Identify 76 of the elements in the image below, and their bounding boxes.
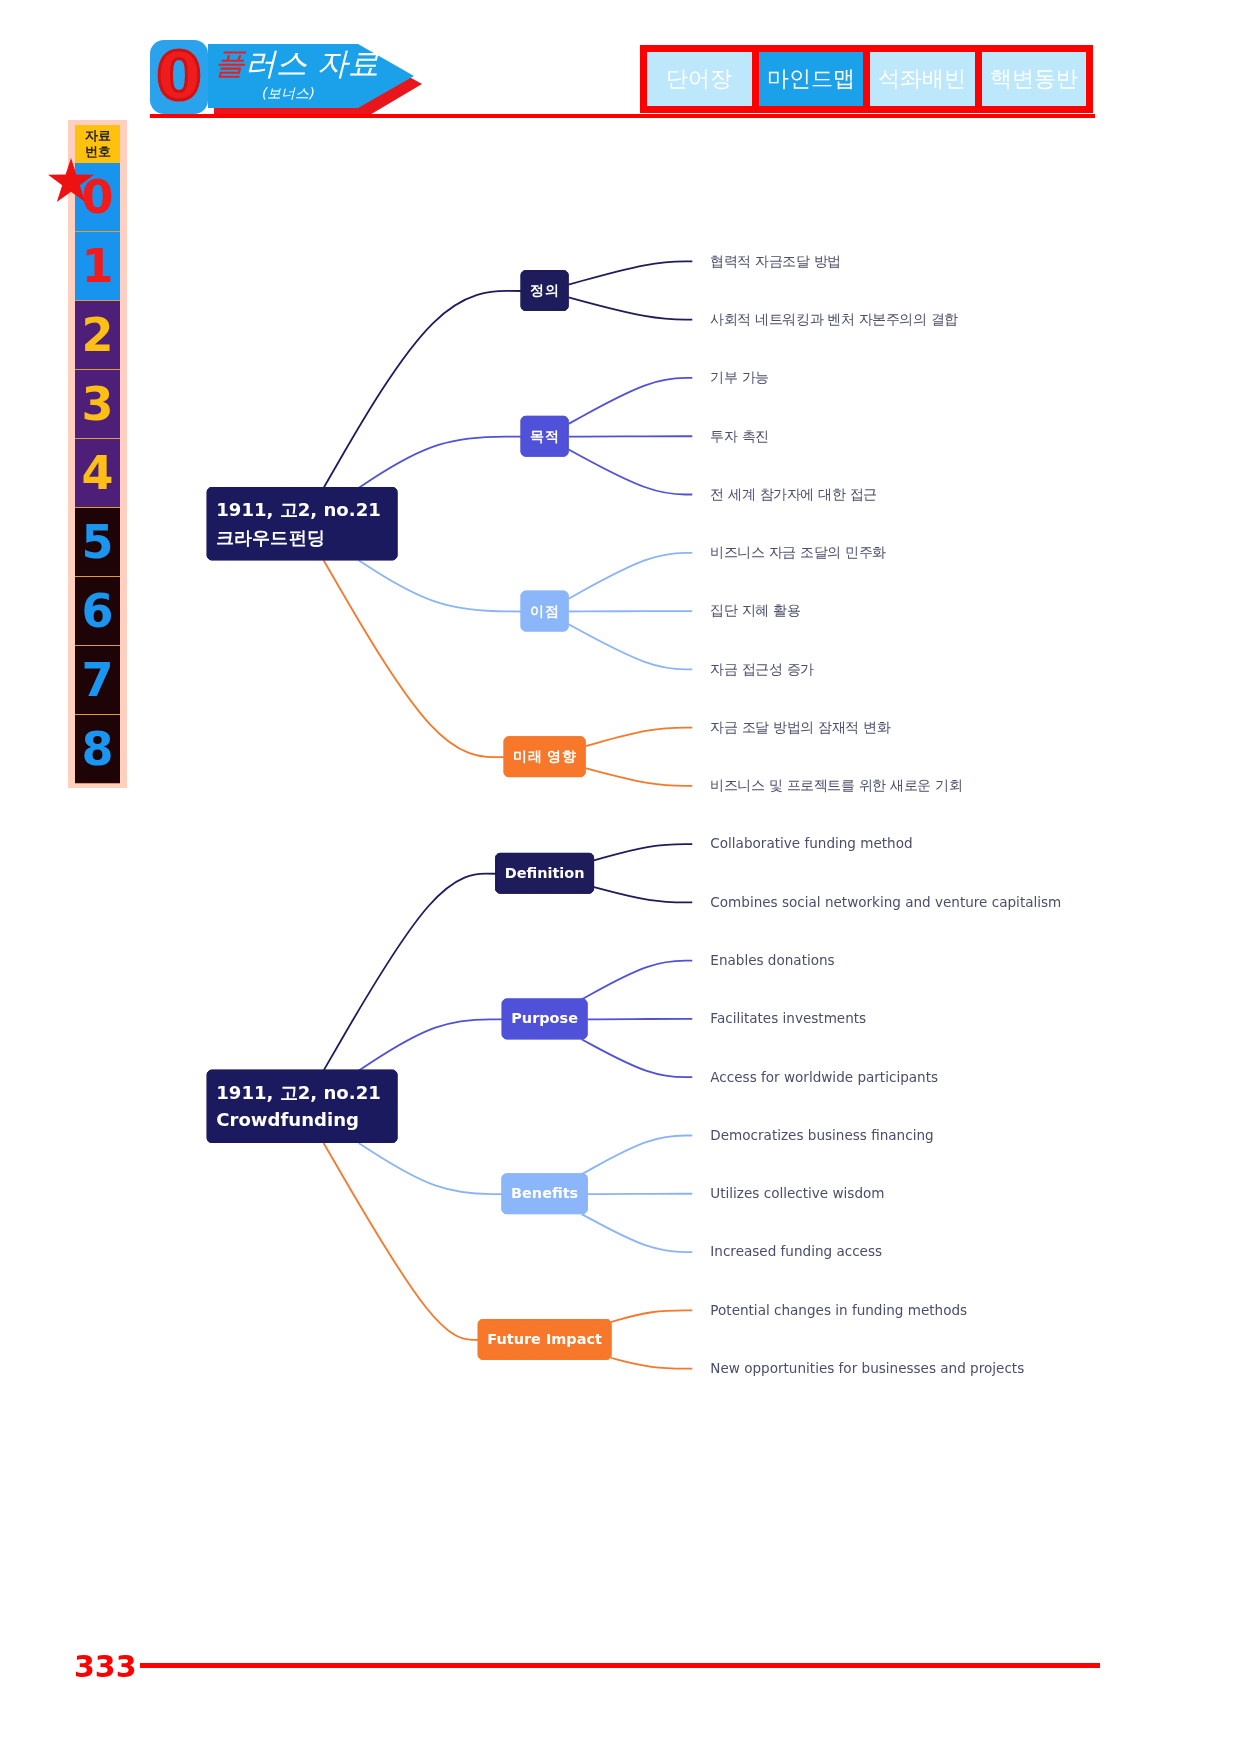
connector-line — [567, 296, 694, 321]
subtopic-text: 비즈니스 자금 조달의 민주화 — [710, 542, 1072, 563]
subtopic-text: 자금 조달 방법의 잠재적 변화 — [710, 717, 1072, 738]
connector-line — [586, 1018, 694, 1021]
connector-line — [567, 551, 694, 600]
sidebar-heading: 자료 번호 — [75, 125, 120, 163]
subtopic-text: Enables donations — [710, 950, 1072, 971]
subtopic-text: 협력적 자금조달 방법 — [710, 251, 1072, 272]
connector-line — [567, 448, 694, 496]
number-tab: 6 — [75, 577, 120, 646]
connector-line — [580, 1213, 694, 1253]
connector-line — [567, 623, 694, 671]
number-tab: 5 — [75, 508, 120, 577]
connector-line — [567, 377, 694, 425]
connector-line — [322, 290, 523, 489]
subtopic-text: Democratizes business financing — [710, 1125, 1072, 1146]
subtopic-text: Access for worldwide participants — [710, 1067, 1072, 1088]
nav-tab: 마인드맵 — [758, 52, 863, 106]
number-tab: 7 — [75, 646, 120, 715]
branch-topic-box: Benefits — [501, 1173, 588, 1215]
root-topic-box: 1911, 고2, no.21 Crowdfunding — [206, 1069, 398, 1143]
connector-line — [609, 1356, 694, 1370]
subtopic-text: 집단 지혜 활용 — [710, 600, 1072, 622]
subtopic-text: 투자 촉진 — [710, 426, 1072, 447]
branch-topic-box: 이점 — [520, 590, 569, 632]
connector-line — [586, 1192, 694, 1196]
connector-line — [567, 610, 694, 613]
number-tab: 8 — [75, 715, 120, 784]
number-tab: 2 — [75, 301, 120, 370]
connector-line — [357, 1018, 504, 1072]
branch-topic-box: 정의 — [520, 270, 569, 311]
connector-line — [584, 726, 694, 748]
connector-line — [593, 843, 694, 862]
connector-line — [357, 559, 523, 613]
nav-tab: 단어장 — [647, 52, 752, 106]
subtopic-text: Utilizes collective wisdom — [710, 1183, 1072, 1204]
number-tab: 1 — [75, 232, 120, 301]
subtopic-text: New opportunities for businesses and projects — [710, 1358, 1072, 1379]
connector-line — [580, 1134, 694, 1176]
connector-line — [580, 959, 694, 1001]
branch-topic-box: Future Impact — [477, 1319, 612, 1360]
branch-topic-box: Definition — [495, 852, 595, 894]
connector-line — [357, 435, 523, 489]
subtopic-text: 사회적 네트워킹과 벤처 자본주의의 결합 — [710, 309, 1072, 330]
connector-line — [593, 886, 694, 904]
subtopic-text: Facilitates investments — [710, 1008, 1072, 1030]
branch-topic-box: 미래 영향 — [503, 736, 586, 778]
nav-tab: 석좌배빈 — [870, 52, 975, 106]
subtopic-text: Increased funding access — [710, 1241, 1072, 1263]
branch-topic-box: Purpose — [501, 998, 588, 1040]
connector-line — [322, 872, 497, 1072]
connector-line — [567, 435, 694, 438]
subtopic-text: Potential changes in funding methods — [710, 1300, 1072, 1321]
number-tab: 0 — [75, 163, 120, 232]
banner-subtitle: (보너스) — [262, 86, 315, 102]
connector-line — [322, 1142, 480, 1341]
number-tab: 4 — [75, 439, 120, 508]
subtopic-text: 기부 가능 — [710, 367, 1072, 389]
number-badge: 0 — [150, 40, 208, 114]
branch-topic-box: 목적 — [520, 415, 569, 457]
subtopic-text: 비즈니스 및 프로젝트를 위한 새로운 기회 — [710, 775, 1072, 797]
nav-tab: 핵변동반 — [981, 52, 1086, 106]
connector-line — [580, 1038, 694, 1079]
connector-line — [609, 1309, 694, 1323]
subtopic-text: 전 세계 참가자에 대한 접근 — [710, 484, 1072, 505]
root-topic-box: 1911, 고2, no.21 크라우드펀딩 — [206, 487, 398, 561]
subtopic-text: 자금 접근성 증가 — [710, 659, 1072, 680]
page-number: 333 — [74, 1652, 137, 1682]
connector-line — [567, 260, 694, 286]
subtopic-text: Collaborative funding method — [710, 833, 1072, 855]
subtopic-text: Combines social networking and venture capitalism — [710, 892, 1072, 913]
connector-line — [357, 1142, 504, 1196]
banner-title: 플러스 자료 — [214, 46, 379, 81]
connector-line — [584, 767, 694, 787]
connector-line — [322, 559, 506, 759]
number-tab: 3 — [75, 370, 120, 439]
